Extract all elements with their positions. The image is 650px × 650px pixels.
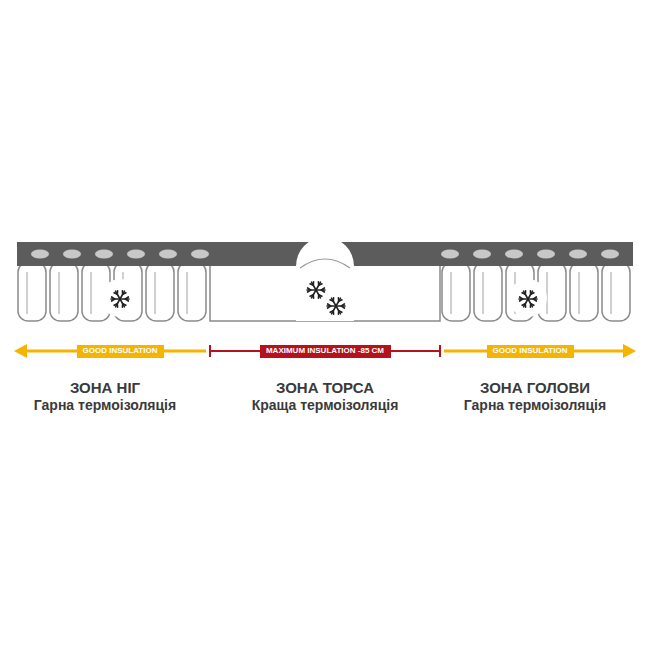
tube-shade: [90, 272, 91, 314]
hole: [441, 250, 459, 259]
insulation-band: GOOD INSULATION: [77, 345, 164, 358]
air-tube: [602, 262, 630, 321]
air-tube: [442, 262, 470, 321]
torso-bump: [296, 237, 354, 321]
insulation-band: GOOD INSULATION: [487, 345, 574, 358]
arrow-head: [623, 344, 636, 358]
tube-shade: [26, 272, 27, 314]
hole: [191, 250, 209, 259]
air-tube: [18, 262, 46, 321]
hole: [537, 250, 555, 259]
range-tick: [209, 345, 211, 357]
hole: [63, 250, 81, 259]
air-tube: [178, 262, 206, 321]
torso-bump-outline: [300, 259, 350, 268]
tube-shade: [450, 272, 451, 314]
band-label: MAXIMUM INSULATION -85 CM: [266, 347, 384, 355]
band-label: GOOD INSULATION: [83, 347, 158, 355]
snowflake: [519, 291, 537, 308]
hole: [159, 250, 177, 259]
air-tube: [570, 262, 598, 321]
insulation-band: MAXIMUM INSULATION -85 CM: [260, 345, 391, 358]
zone-title: ЗОНА ГОЛОВИ: [480, 379, 590, 396]
tube-shade: [482, 272, 483, 314]
hole: [601, 250, 619, 259]
zone-note: Краща термоізоляція: [252, 397, 399, 413]
air-tube: [50, 262, 78, 321]
snowflake: [307, 282, 325, 299]
hole: [127, 250, 145, 259]
snowflake: [111, 291, 129, 308]
tube-shade: [58, 272, 59, 314]
tube-shade: [546, 272, 547, 314]
tube-shade: [610, 272, 611, 314]
snow-circle: [509, 279, 547, 317]
range-tick: [439, 345, 441, 357]
tube-shade: [578, 272, 579, 314]
snowflakes: [111, 282, 537, 315]
hole: [505, 250, 523, 259]
air-tube: [146, 262, 174, 321]
arrow-head: [14, 344, 27, 358]
hole: [473, 250, 491, 259]
air-tube: [474, 262, 502, 321]
snow-circle: [101, 279, 139, 317]
zone-title: ЗОНА НІГ: [70, 379, 140, 396]
hole: [569, 250, 587, 259]
zone-note: Гарна термоізоляція: [34, 397, 176, 413]
zone-note: Гарна термоізоляція: [464, 397, 606, 413]
band-label: GOOD INSULATION: [493, 347, 568, 355]
zone-title: ЗОНА ТОРСА: [276, 379, 374, 396]
tube-shade: [186, 272, 187, 314]
hole: [31, 250, 49, 259]
snowflake: [327, 298, 345, 315]
hole: [95, 250, 113, 259]
tube-shade: [154, 272, 155, 314]
